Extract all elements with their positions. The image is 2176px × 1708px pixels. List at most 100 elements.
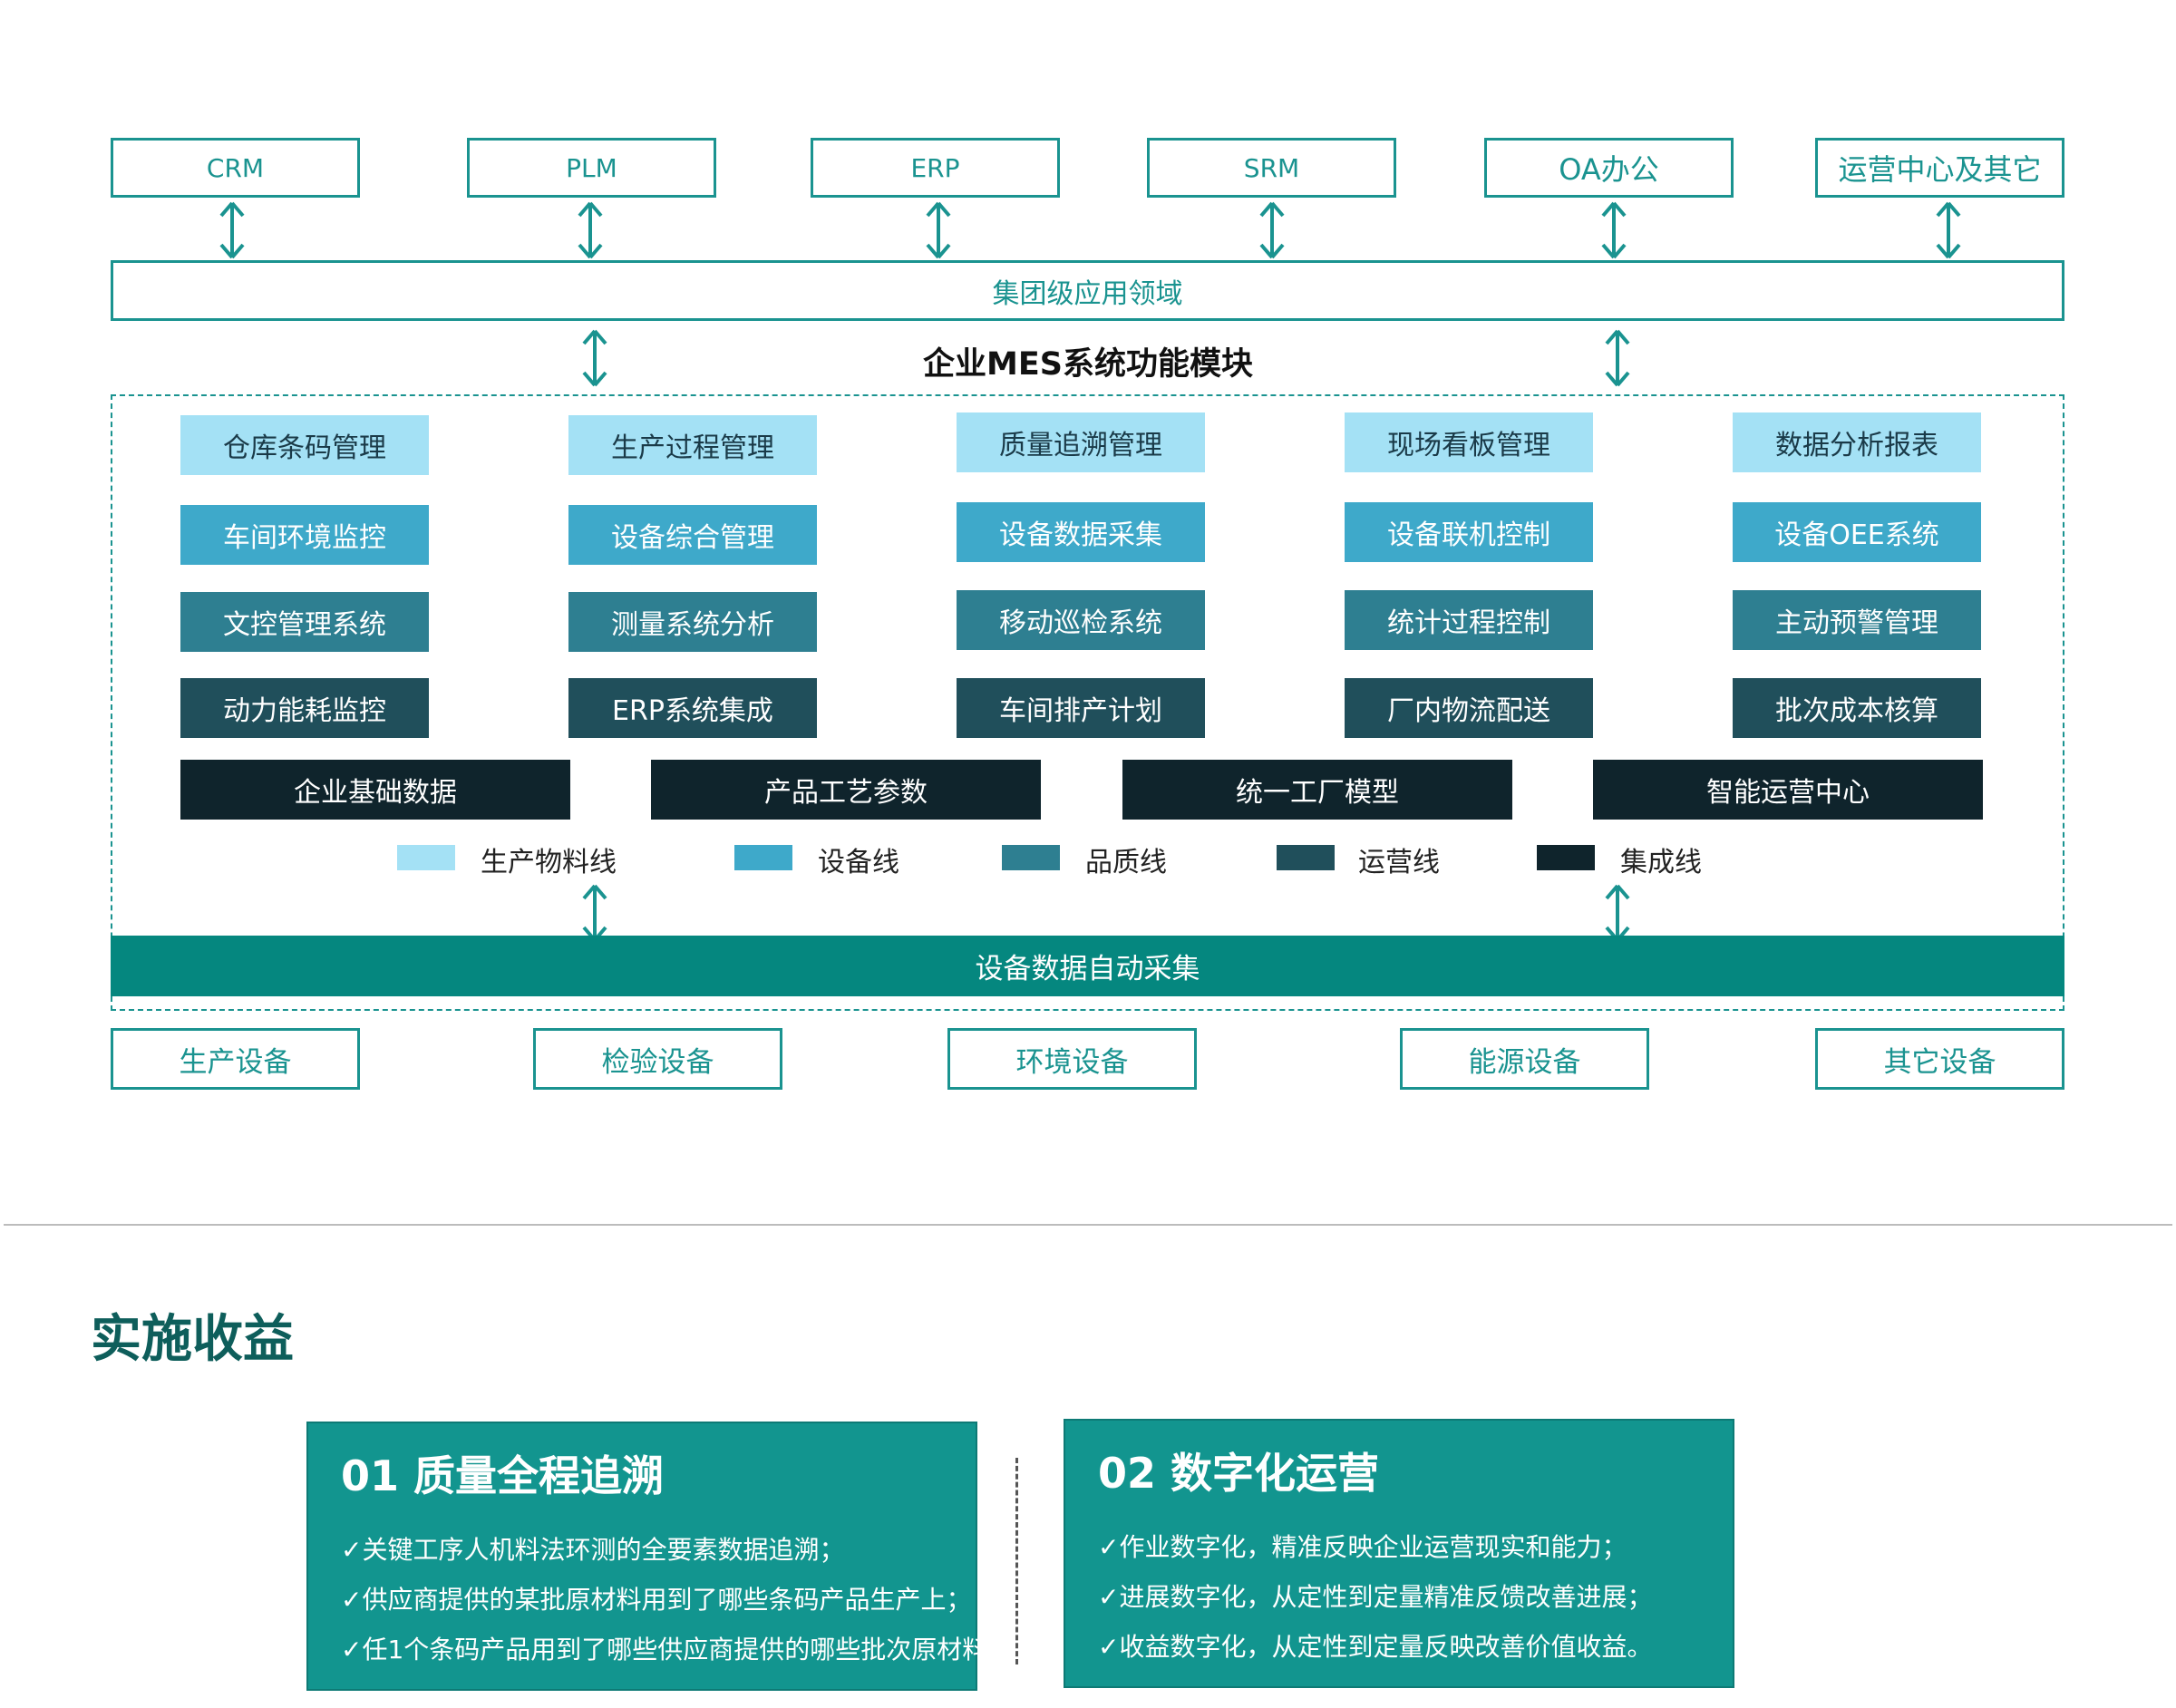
- bidirectional-arrow-icon: [1605, 329, 1630, 387]
- module-quality-trace: 质量追溯管理: [957, 412, 1205, 472]
- module-label: 现场看板管理: [1387, 430, 1550, 461]
- module-label: 车间排产计划: [999, 695, 1162, 727]
- legend-label: 生产物料线: [481, 847, 617, 878]
- legend-label: 集成线: [1620, 847, 1702, 878]
- base-module-process-params: 产品工艺参数: [651, 760, 1041, 820]
- module-label: 文控管理系统: [223, 609, 386, 641]
- bidirectional-arrow-icon: [578, 201, 603, 259]
- device-label: 检验设备: [601, 1045, 714, 1079]
- benefit-card-quality-trace: 01 质量全程追溯 ✓关键工序人机料法环测的全要素数据追溯； ✓供应商提供的某批…: [306, 1422, 996, 1691]
- module-data-report: 数据分析报表: [1733, 412, 1981, 472]
- module-equipment-data: 设备数据采集: [957, 502, 1205, 562]
- module-equipment-oee: 设备OEE系统: [1733, 502, 1981, 562]
- bidirectional-arrow-icon: [1936, 201, 1961, 259]
- module-equipment-control: 设备联机控制: [1345, 502, 1593, 562]
- module-early-warning: 主动预警管理: [1733, 590, 1981, 650]
- base-module-factory-model: 统一工厂模型: [1122, 760, 1512, 820]
- bidirectional-arrow-icon: [1605, 884, 1630, 942]
- bidirectional-arrow-icon: [926, 201, 951, 259]
- system-label: 运营中心及其它: [1838, 152, 2042, 187]
- benefits-heading: 实施收益: [91, 1310, 294, 1369]
- system-label: OA办公: [1559, 152, 1659, 187]
- module-label: 批次成本核算: [1775, 695, 1938, 727]
- group-application-bar: 集团级应用领域: [111, 260, 2064, 321]
- module-label: 质量追溯管理: [999, 430, 1162, 461]
- benefit-card-title: 01 质量全程追溯: [341, 1451, 665, 1500]
- module-equipment-mgmt: 设备综合管理: [568, 505, 817, 565]
- module-label: 生产过程管理: [611, 432, 774, 464]
- benefit-line: ✓进展数字化，从定性到定量精准反馈改善进展；: [1098, 1582, 1653, 1612]
- benefit-line: ✓作业数字化，精准反映企业运营现实和能力；: [1098, 1532, 1627, 1562]
- module-workshop-env: 车间环境监控: [180, 505, 429, 565]
- bidirectional-arrow-icon: [1601, 201, 1627, 259]
- module-label: 测量系统分析: [611, 609, 774, 641]
- benefit-line: ✓任1个条码产品用到了哪些供应商提供的哪些批次原材料;: [341, 1635, 996, 1664]
- base-module-foundation-data: 企业基础数据: [180, 760, 570, 820]
- module-label: 移动巡检系统: [999, 607, 1162, 639]
- legend-label: 设备线: [818, 847, 899, 878]
- bidirectional-arrow-icon: [219, 201, 245, 259]
- module-label: 设备联机控制: [1387, 519, 1550, 551]
- module-warehouse-barcode: 仓库条码管理: [180, 415, 429, 475]
- legend-label: 运营线: [1358, 847, 1440, 878]
- base-module-operation-center: 智能运营中心: [1593, 760, 1983, 820]
- module-label: 数据分析报表: [1775, 430, 1938, 461]
- system-box-crm: CRM: [111, 138, 360, 198]
- bidirectional-arrow-icon: [582, 329, 607, 387]
- legend-swatch-integration: [1537, 845, 1595, 870]
- module-label: 车间环境监控: [223, 522, 386, 554]
- auto-collect-label: 设备数据自动采集: [975, 953, 1200, 985]
- module-label: 产品工艺参数: [764, 777, 928, 809]
- system-label: SRM: [1243, 152, 1300, 183]
- module-label: 统一工厂模型: [1236, 777, 1399, 809]
- legend-swatch-equipment: [734, 845, 792, 870]
- legend-swatch-material: [397, 845, 455, 870]
- module-batch-cost: 批次成本核算: [1733, 678, 1981, 738]
- legend-label: 品质线: [1085, 847, 1167, 878]
- module-spc: 统计过程控制: [1345, 590, 1593, 650]
- device-box-inspection: 检验设备: [533, 1028, 782, 1090]
- device-box-energy: 能源设备: [1400, 1028, 1649, 1090]
- module-logistics: 厂内物流配送: [1345, 678, 1593, 738]
- device-label: 生产设备: [179, 1045, 292, 1079]
- module-measurement-analysis: 测量系统分析: [568, 592, 817, 652]
- benefit-card-digital-ops: 02 数字化运营 ✓作业数字化，精准反映企业运营现实和能力； ✓进展数字化，从定…: [1064, 1419, 1734, 1688]
- module-label: ERP系统集成: [612, 695, 773, 727]
- device-box-production: 生产设备: [111, 1028, 360, 1090]
- system-box-plm: PLM: [467, 138, 716, 198]
- module-production-process: 生产过程管理: [568, 415, 817, 475]
- benefit-card-title: 02 数字化运营: [1098, 1449, 1380, 1498]
- bidirectional-arrow-icon: [1259, 201, 1285, 259]
- mes-module-container: [111, 394, 2064, 1011]
- device-label: 能源设备: [1468, 1045, 1581, 1079]
- module-onsite-board: 现场看板管理: [1345, 412, 1593, 472]
- device-label: 环境设备: [1015, 1045, 1129, 1079]
- module-label: 设备OEE系统: [1774, 519, 1939, 551]
- module-document-control: 文控管理系统: [180, 592, 429, 652]
- card-separator: [1015, 1458, 1018, 1664]
- module-label: 动力能耗监控: [223, 695, 386, 727]
- module-label: 主动预警管理: [1775, 607, 1938, 639]
- module-label: 智能运营中心: [1706, 777, 1870, 809]
- mes-title: 企业MES系统功能模块: [923, 346, 1253, 383]
- system-label: ERP: [910, 152, 960, 183]
- benefit-line: ✓关键工序人机料法环测的全要素数据追溯；: [341, 1535, 845, 1565]
- module-label: 设备综合管理: [611, 522, 774, 554]
- module-energy-monitor: 动力能耗监控: [180, 678, 429, 738]
- group-application-label: 集团级应用领域: [992, 277, 1183, 310]
- bidirectional-arrow-icon: [582, 884, 607, 942]
- module-label: 企业基础数据: [294, 777, 457, 809]
- benefit-line: ✓收益数字化，从定性到定量反映改善价值收益。: [1098, 1632, 1653, 1662]
- system-box-erp: ERP: [811, 138, 1060, 198]
- device-label: 其它设备: [1883, 1045, 1996, 1079]
- legend-swatch-operations: [1277, 845, 1335, 870]
- system-box-operations: 运营中心及其它: [1815, 138, 2064, 198]
- legend-swatch-quality: [1002, 845, 1060, 870]
- module-label: 厂内物流配送: [1387, 695, 1550, 727]
- module-scheduling: 车间排产计划: [957, 678, 1205, 738]
- device-box-environment: 环境设备: [947, 1028, 1197, 1090]
- module-label: 仓库条码管理: [223, 432, 386, 464]
- module-label: 设备数据采集: [999, 519, 1162, 551]
- system-box-srm: SRM: [1147, 138, 1396, 198]
- system-box-oa: OA办公: [1484, 138, 1734, 198]
